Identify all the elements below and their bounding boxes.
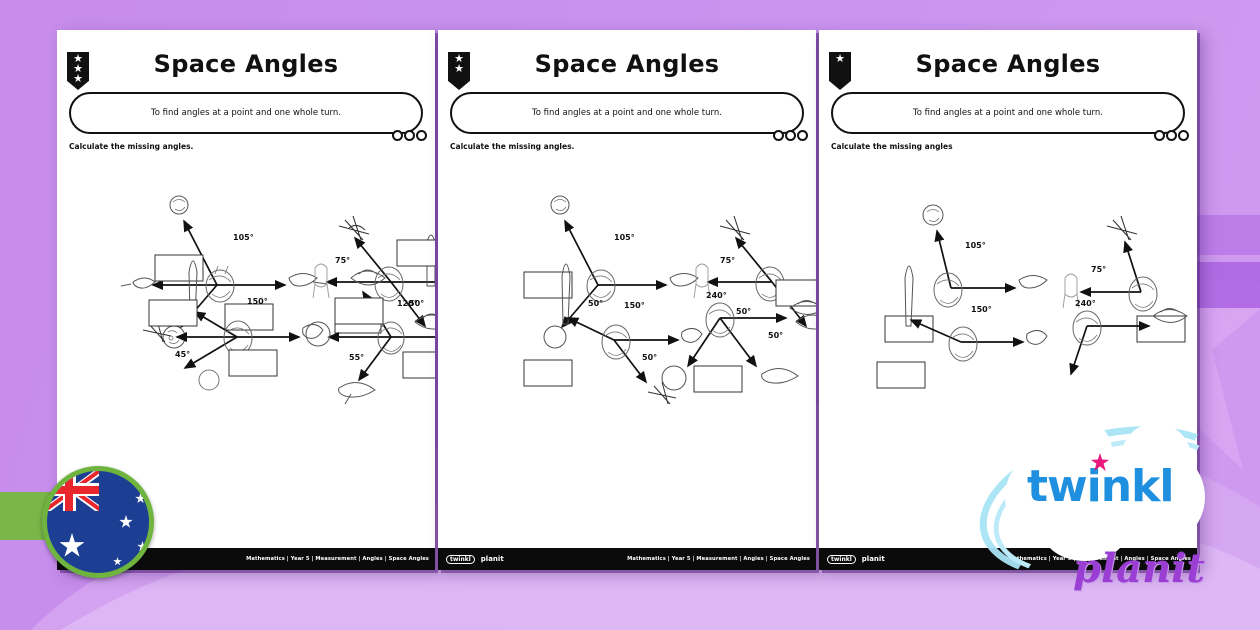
angle-label: 50°: [409, 299, 424, 308]
answer-box[interactable]: [1136, 315, 1186, 343]
diagram-4: 120° 55°: [305, 269, 435, 405]
learning-objective-text: To find angles at a point and one whole …: [913, 108, 1103, 118]
speech-bubble-tail: [773, 130, 808, 141]
answer-box[interactable]: [224, 303, 274, 331]
cloud-shape: [1005, 413, 1205, 547]
speech-bubble-tail: [392, 130, 427, 141]
answer-box[interactable]: [154, 254, 204, 282]
angle-label: 150°: [971, 305, 992, 314]
answer-box[interactable]: [876, 361, 926, 389]
answer-box[interactable]: [884, 315, 934, 343]
angle-diagrams-sheet-3: 105° 75°: [876, 204, 1188, 389]
footer-logos: twinkl planit: [819, 554, 885, 564]
cloud-puff: [1043, 503, 1127, 561]
answer-box[interactable]: [693, 365, 743, 393]
learning-objective-text: To find angles at a point and one whole …: [532, 108, 722, 118]
star-icon: ★: [454, 63, 464, 75]
southern-cross-star-icon: [119, 515, 133, 528]
southern-cross-star-icon: [137, 541, 148, 552]
instruction-text: Calculate the missing angles.: [450, 142, 575, 151]
star-icon: ★: [73, 73, 83, 85]
angle-label: 75°: [1091, 265, 1106, 274]
angle-diagrams-sheet-2: 105° 50° 75° 50°: [523, 195, 816, 405]
star-icon: ★: [73, 53, 83, 65]
angle-label: 120°: [397, 299, 418, 308]
commonwealth-star-icon: [59, 533, 85, 557]
difficulty-badge-1-star: ★: [829, 52, 851, 90]
answer-box[interactable]: [228, 349, 278, 377]
union-jack-cross-red: [65, 471, 73, 511]
diagram-1: 105°: [884, 204, 1048, 343]
twinkl-watermark: twinkl planit: [963, 401, 1253, 603]
diagram-3: 150°: [876, 265, 1048, 389]
union-jack-cross-red: [47, 486, 99, 494]
angle-label: 50°: [736, 307, 751, 316]
footer-breadcrumb: Mathematics | Year 5 | Measurement | Ang…: [246, 556, 429, 562]
star-icon: ★: [835, 53, 845, 65]
learning-objective-box: To find angles at a point and one whole …: [831, 92, 1185, 134]
diagram-2: 75°: [1062, 215, 1186, 343]
angle-label: 75°: [335, 256, 350, 265]
page-title: Space Angles: [153, 50, 339, 78]
diagram-1: 105° 50°: [523, 195, 699, 349]
difficulty-badge-3-star: ★ ★ ★: [67, 52, 89, 90]
angle-label: 50°: [588, 299, 603, 308]
diagram-4: 240°: [1069, 299, 1188, 376]
angle-label: 240°: [706, 291, 727, 300]
answer-box[interactable]: [523, 271, 573, 299]
southern-cross-star-icon: [135, 493, 146, 504]
learning-objective-text: To find angles at a point and one whole …: [151, 108, 341, 118]
angle-label: 150°: [624, 301, 645, 310]
footer-breadcrumb: Mathematics | Year 5 | Measurement | Ang…: [627, 556, 810, 562]
diagram-3: 150° 45°: [142, 260, 324, 391]
instruction-text: Calculate the missing angles.: [69, 142, 194, 151]
angle-label: 75°: [720, 256, 735, 265]
twinkl-logo-small: twinkl: [827, 554, 856, 564]
footer-logos: twinkl planit: [438, 554, 504, 564]
answer-box[interactable]: [148, 299, 198, 327]
angle-label: 150°: [247, 297, 268, 306]
difficulty-badge-2-star: ★ ★: [448, 52, 470, 90]
southern-cross-star-icon: [113, 557, 122, 566]
planit-wordmark: planit: [1073, 545, 1205, 592]
angle-label: 45°: [175, 350, 190, 359]
union-jack: [47, 471, 99, 511]
angle-label: 55°: [349, 353, 364, 362]
planit-logo-small: planit: [480, 555, 504, 563]
worksheet-sheet-2-star[interactable]: ★ ★ Space Angles To find angles at a poi…: [438, 30, 816, 570]
learning-objective-box: To find angles at a point and one whole …: [69, 92, 423, 134]
angle-label: 50°: [768, 331, 783, 340]
star-icon: ★: [73, 63, 83, 75]
answer-box[interactable]: [523, 359, 573, 387]
twinkl-logo-small: twinkl: [446, 554, 475, 564]
angle-label: 105°: [233, 233, 254, 242]
planit-logo-small: planit: [861, 555, 885, 563]
answer-box[interactable]: [402, 351, 435, 379]
answer-box[interactable]: [334, 297, 384, 325]
page-title: Space Angles: [534, 50, 720, 78]
angle-label: 50°: [642, 353, 657, 362]
instruction-text: Calculate the missing angles: [831, 142, 953, 151]
angle-label: 240°: [1075, 299, 1096, 308]
angle-label: 105°: [965, 241, 986, 250]
speech-bubble-tail: [1154, 130, 1189, 141]
australia-flag-badge: [42, 466, 154, 578]
page-title: Space Angles: [915, 50, 1101, 78]
star-icon: ★: [454, 53, 464, 65]
diagram-3: 150° 50°: [523, 263, 703, 405]
angle-label: 105°: [614, 233, 635, 242]
diagram-4: 240° 50°: [661, 291, 816, 393]
answer-box[interactable]: [396, 239, 435, 267]
angle-diagrams-sheet-1: 105° 50° 75°: [120, 195, 435, 405]
twinkl-wordmark: twinkl: [1027, 461, 1174, 512]
learning-objective-box: To find angles at a point and one whole …: [450, 92, 804, 134]
worksheet-sheet-3-star[interactable]: ★ ★ ★ Space Angles To find angles at a p…: [57, 30, 435, 570]
sheet-footer: twinkl planit Mathematics | Year 5 | Mea…: [438, 548, 816, 570]
